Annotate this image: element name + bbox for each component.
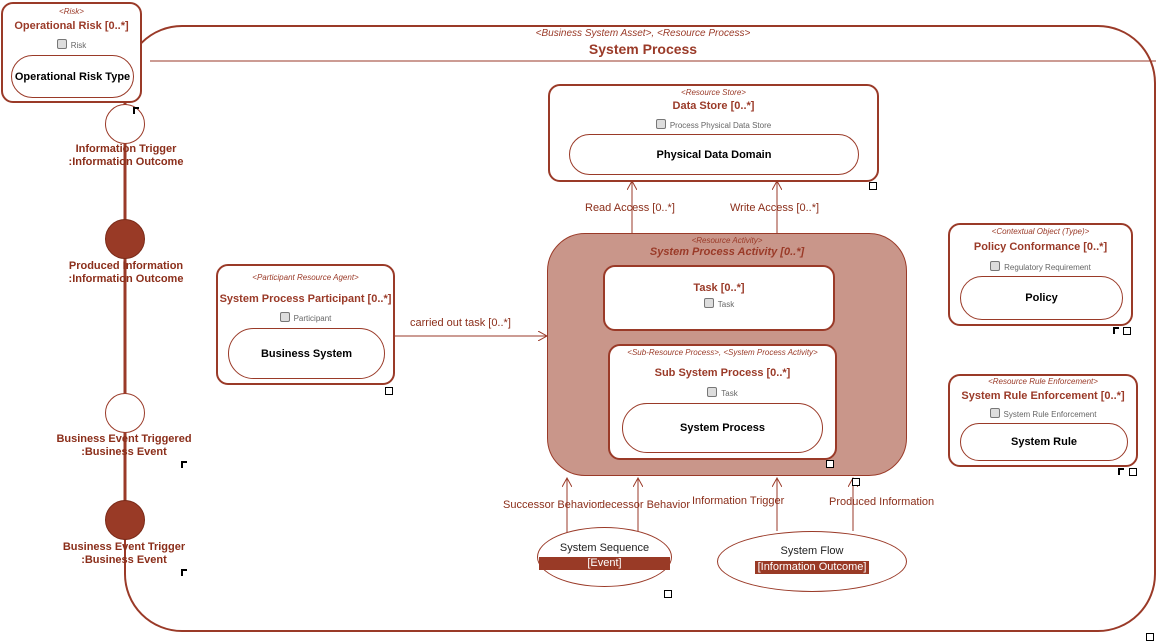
sub-process-type: Task (610, 387, 835, 398)
policy-conformance-box[interactable]: <Contextual Object (Type)> Policy Confor… (948, 223, 1133, 326)
system-flow-name: System Flow (780, 545, 844, 557)
port-corner-icon (1113, 326, 1121, 334)
risk-stereotype: <Risk> (59, 7, 84, 16)
rule-type: System Rule Enforcement (950, 408, 1136, 419)
port-information-trigger[interactable] (105, 104, 145, 144)
write-access-label: Write Access [0..*] (730, 202, 820, 214)
port-label-business-event-triggered: Business Event Triggered:Business Event (56, 433, 192, 458)
data-store-box[interactable]: <Resource Store> Data Store [0..*] Proce… (548, 84, 879, 182)
operational-risk-box[interactable]: <Risk> Operational Risk [0..*] Risk Oper… (1, 2, 142, 103)
carried-out-task-label: carried out task [0..*] (410, 317, 511, 329)
port-produced-information[interactable] (105, 219, 145, 259)
risk-title: Operational Risk [0..*] (14, 20, 129, 32)
system-flow[interactable]: System Flow [Information Outcome] (717, 531, 907, 592)
participant-type: Participant (218, 312, 393, 323)
predecessor-behavior-label: Predecessor Behavior (600, 499, 690, 511)
expand-icon[interactable] (1146, 633, 1154, 641)
port-corner-icon (181, 460, 189, 468)
policy-inner[interactable]: Policy (960, 276, 1123, 320)
database-icon (279, 312, 290, 322)
system-process-participant-box[interactable]: <Participant Resource Agent> System Proc… (216, 264, 395, 385)
information-trigger-label: Information Trigger (692, 495, 785, 507)
business-system[interactable]: Business System (228, 328, 385, 379)
port-label-produced-information: Produced Information:Information Outcome (68, 260, 184, 285)
system-sequence-tag: [Event] (539, 557, 670, 570)
frame-title: System Process (588, 41, 698, 57)
expand-icon[interactable] (664, 590, 672, 598)
system-process-frame[interactable] (124, 25, 1156, 632)
system-rule-inner[interactable]: System Rule (960, 423, 1128, 461)
task-type: Task (605, 298, 833, 309)
system-process-activity-box[interactable]: <Resource Activity> System Process Activ… (547, 233, 907, 476)
port-business-event-triggered[interactable] (105, 393, 145, 433)
risk-type: Risk (3, 39, 140, 50)
system-sequence-name: System Sequence (559, 542, 650, 554)
policy-title: Policy Conformance [0..*] (973, 241, 1108, 253)
sub-system-process-box[interactable]: <Sub-Resource Process>, <System Process … (608, 344, 837, 460)
expand-icon[interactable] (1129, 468, 1137, 476)
participant-title: System Process Participant [0..*] (219, 293, 392, 305)
database-icon (989, 408, 1000, 418)
port-business-event-trigger[interactable] (105, 500, 145, 540)
expand-icon[interactable] (852, 478, 860, 486)
sub-process-stereotype: <Sub-Resource Process>, <System Process … (627, 348, 818, 357)
data-store-title: Data Store [0..*] (672, 100, 755, 112)
database-icon (56, 39, 67, 49)
successor-behavior-label: Successor Behavior (503, 499, 601, 511)
sub-process-title: Sub System Process [0..*] (654, 367, 791, 379)
activity-stereotype: <Resource Activity> (691, 236, 763, 245)
port-label-information-trigger: Information Trigger:Information Outcome (68, 143, 184, 168)
expand-icon[interactable] (1123, 327, 1131, 335)
rule-stereotype: <Resource Rule Enforcement> (988, 377, 1098, 386)
participant-stereotype: <Participant Resource Agent> (252, 273, 359, 282)
task-box[interactable]: Task [0..*] Task (603, 265, 835, 331)
system-process-inner[interactable]: System Process (622, 403, 823, 453)
system-sequence[interactable]: System Sequence [Event] (537, 527, 672, 587)
task-title: Task [0..*] (693, 282, 745, 294)
system-rule-enforcement-box[interactable]: <Resource Rule Enforcement> System Rule … (948, 374, 1138, 467)
port-corner-icon (133, 106, 141, 114)
database-icon (707, 387, 718, 397)
database-icon (655, 119, 666, 129)
policy-type: Regulatory Requirement (950, 261, 1131, 272)
read-access-label: Read Access [0..*] (585, 202, 675, 214)
physical-data-domain[interactable]: Physical Data Domain (569, 134, 859, 175)
data-store-type: Process Physical Data Store (550, 119, 877, 130)
expand-icon[interactable] (869, 182, 877, 190)
system-flow-tag: [Information Outcome] (755, 561, 869, 574)
produced-information-label: Produced Information (829, 496, 935, 508)
policy-stereotype: <Contextual Object (Type)> (991, 227, 1090, 236)
expand-icon[interactable] (826, 460, 834, 468)
port-corner-icon (181, 568, 189, 576)
frame-stereotype: <Business System Asset>, <Resource Proce… (535, 28, 751, 39)
operational-risk-type[interactable]: Operational Risk Type (11, 55, 134, 98)
port-label-business-event-trigger: Business Event Trigger:Business Event (62, 541, 186, 566)
activity-title: System Process Activity [0..*] (649, 246, 805, 258)
data-store-stereotype: <Resource Store> (681, 88, 746, 97)
database-icon (703, 298, 714, 308)
rule-title: System Rule Enforcement [0..*] (961, 390, 1125, 402)
port-corner-icon (1118, 467, 1126, 475)
expand-icon[interactable] (385, 387, 393, 395)
database-icon (990, 261, 1001, 271)
